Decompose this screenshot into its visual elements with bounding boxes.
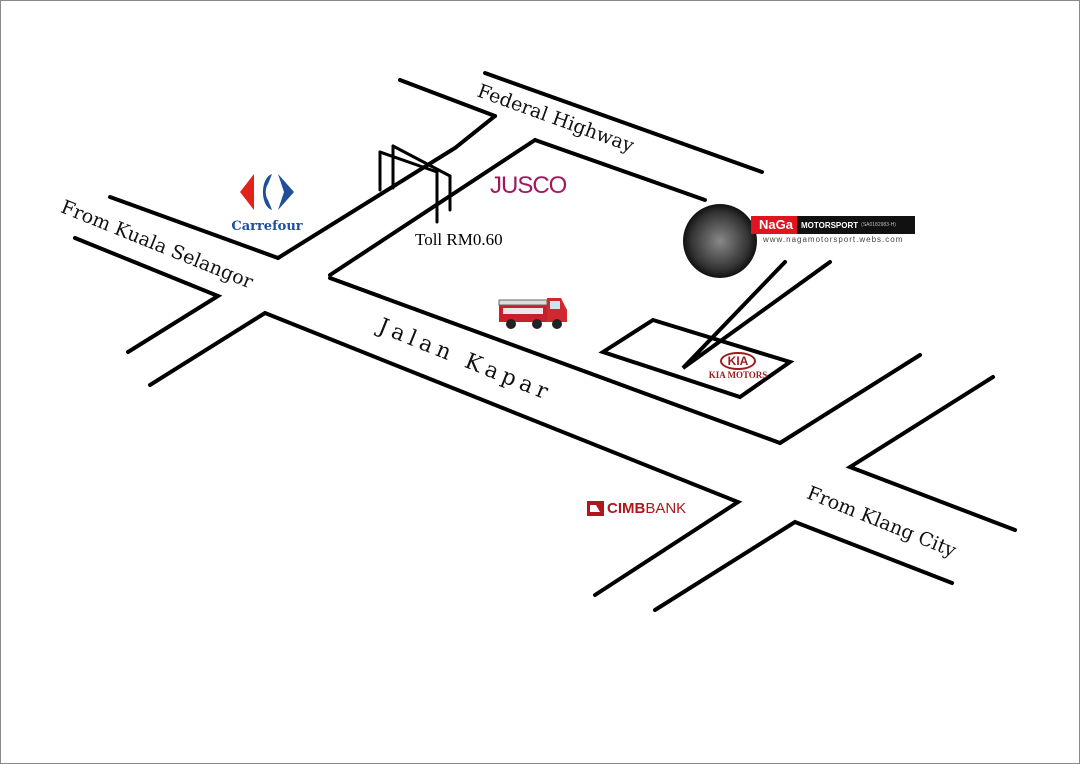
cimb-label: CIMB [607,500,646,517]
cimb-bank-logo: CIMB BANK [587,500,686,517]
road-federal-highway-top [483,71,764,174]
road-kuala-selangor-south [73,236,223,354]
naga-registration: (SA0182983-H) [861,222,896,228]
kia-motors-label: KIA MOTORS [708,370,768,380]
road-klang-south [653,519,954,612]
road-klang-north [845,375,1017,532]
cimb-bank-label: BANK [645,500,687,517]
naga-brand: NaGa [751,216,797,234]
road-jalan-kapar-south [148,310,743,597]
naga-motorsport-text: MOTORSPORT [800,220,859,230]
road-jalan-kapar-north [328,276,782,445]
fire-truck-icon [498,298,567,329]
toll-gate [378,144,452,224]
naga-url: www.nagamotorsport.webs.com [763,235,904,244]
road-highway-ramp [276,114,497,260]
kia-oval-logo: KIA [719,352,757,370]
carrefour-icon [240,174,294,210]
road-jusco-west [328,138,537,277]
carrefour-label: Carrefour [231,219,303,234]
kia-motors-logo: KIA KIA MOTORS [703,352,773,380]
jusco-logo: JUSCO [490,172,567,199]
kia-plot [598,317,795,400]
road-kuala-selangor-north [108,195,280,260]
road-east-north [778,353,922,445]
road-highway-link [398,78,497,118]
road-federal-highway-bottom [533,138,707,202]
naga-pointer [681,260,832,370]
naga-dragon-badge-icon [683,204,757,278]
cimb-icon [587,501,604,516]
carrefour-logo: Carrefour [222,170,312,234]
label-toll: Toll RM0.60 [415,230,503,249]
